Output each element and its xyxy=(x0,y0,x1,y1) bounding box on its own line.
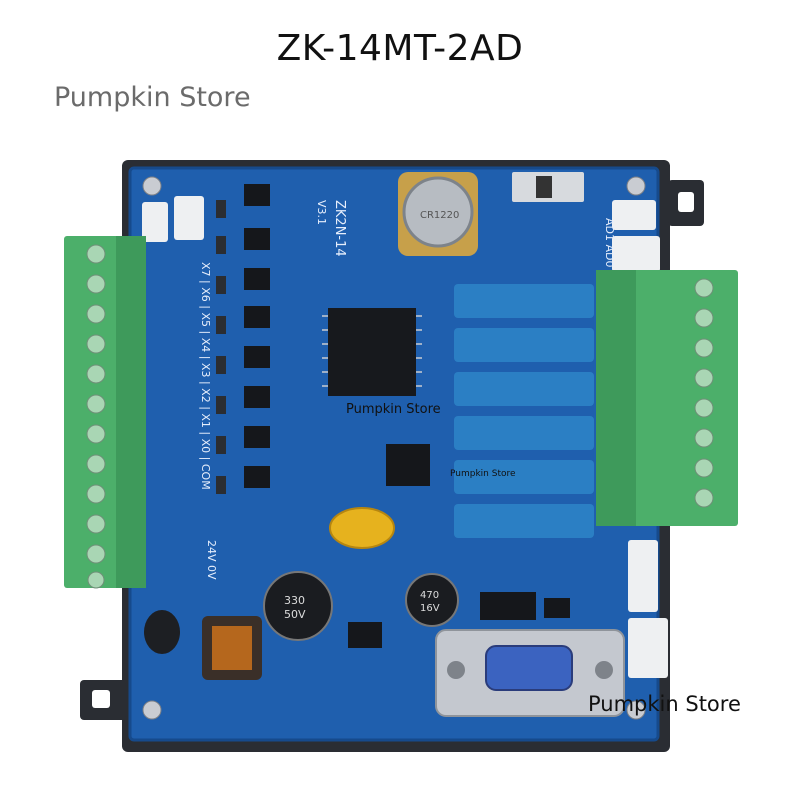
store-watermark-middle: Pumpkin Store xyxy=(346,402,441,417)
resistor-array xyxy=(216,200,226,494)
store-watermark-small: Pumpkin Store xyxy=(450,469,516,479)
input-optocouplers xyxy=(244,184,270,488)
svg-text:50V: 50V xyxy=(284,608,306,621)
adc-labels: AD1 AD0 xyxy=(603,218,616,267)
svg-text:330: 330 xyxy=(284,594,305,607)
model-label: ZK2N-14 xyxy=(332,200,347,257)
connector-white xyxy=(174,196,204,240)
screw xyxy=(626,176,646,196)
version-label: V3.1 xyxy=(315,200,328,225)
product-title: ZK-14MT-2AD xyxy=(276,28,524,69)
power-labels: 24V 0V xyxy=(205,540,218,580)
capacitor-470uf xyxy=(405,573,459,627)
coin-battery xyxy=(402,176,474,248)
connector-white xyxy=(628,618,668,678)
right-terminal-block xyxy=(596,270,738,526)
connector-white xyxy=(142,202,168,242)
connector-white xyxy=(612,236,660,272)
store-watermark-top: Pumpkin Store xyxy=(54,82,251,113)
ic-chip xyxy=(348,622,382,648)
ic-chip xyxy=(480,592,536,620)
screw xyxy=(142,700,162,720)
connector-white xyxy=(612,200,656,230)
capacitor-330uf xyxy=(263,571,333,641)
output-relay-modules xyxy=(454,284,594,538)
main-microcontroller xyxy=(328,308,416,396)
store-watermark-bottom: Pumpkin Store xyxy=(588,692,741,716)
connector-white xyxy=(628,540,658,612)
ic-chip xyxy=(386,444,430,486)
input-labels: X7 | X6 | X5 | X4 | X3 | X2 | X1 | X0 | … xyxy=(199,262,212,490)
svg-text:470: 470 xyxy=(420,590,439,601)
db9-serial-port xyxy=(435,629,625,717)
polyfuse xyxy=(329,507,395,549)
screw xyxy=(142,176,162,196)
svg-text:CR1220: CR1220 xyxy=(420,210,459,221)
ic-chip xyxy=(544,598,570,618)
varistor xyxy=(144,610,180,654)
svg-text:16V: 16V xyxy=(420,603,440,614)
screw xyxy=(626,700,646,720)
left-terminal-block xyxy=(64,236,146,589)
